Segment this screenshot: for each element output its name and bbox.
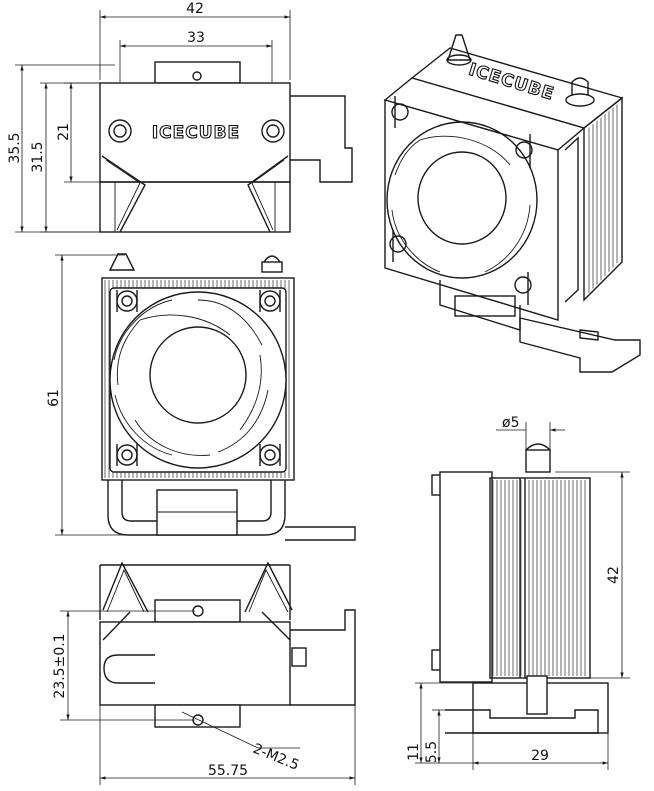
- side-view: ø5 42 11 5.5 29: [406, 415, 630, 770]
- dim-side-base-height: 11: [406, 743, 422, 761]
- dim-side-base-width: 29: [531, 748, 549, 764]
- dim-top-width: 42: [186, 1, 204, 17]
- front-view: 61: [46, 253, 356, 541]
- dim-side-pin-dia: ø5: [502, 415, 519, 431]
- dim-bottom-height: 23.5±0.1: [52, 633, 68, 698]
- dim-front-height: 61: [46, 389, 62, 407]
- top-view: 42 33 35.5 31.5 21 ICECUBE: [7, 1, 353, 233]
- dim-side-base-step: 5.5: [424, 741, 440, 763]
- dim-top-height-total: 35.5: [7, 132, 23, 163]
- bottom-view: 23.5±0.1 2-M2.5 55.75: [52, 561, 356, 785]
- dim-top-height-body: 31.5: [30, 141, 46, 172]
- isometric-view: ICECUBE: [383, 34, 641, 373]
- brand-logo-top: ICECUBE: [152, 123, 240, 143]
- dim-side-height: 42: [606, 566, 622, 584]
- dim-top-height-inner: 21: [56, 123, 72, 141]
- dim-top-hole-spacing: 33: [187, 30, 205, 46]
- dim-bottom-width: 55.75: [208, 763, 248, 779]
- note-thread: 2-M2.5: [251, 741, 302, 774]
